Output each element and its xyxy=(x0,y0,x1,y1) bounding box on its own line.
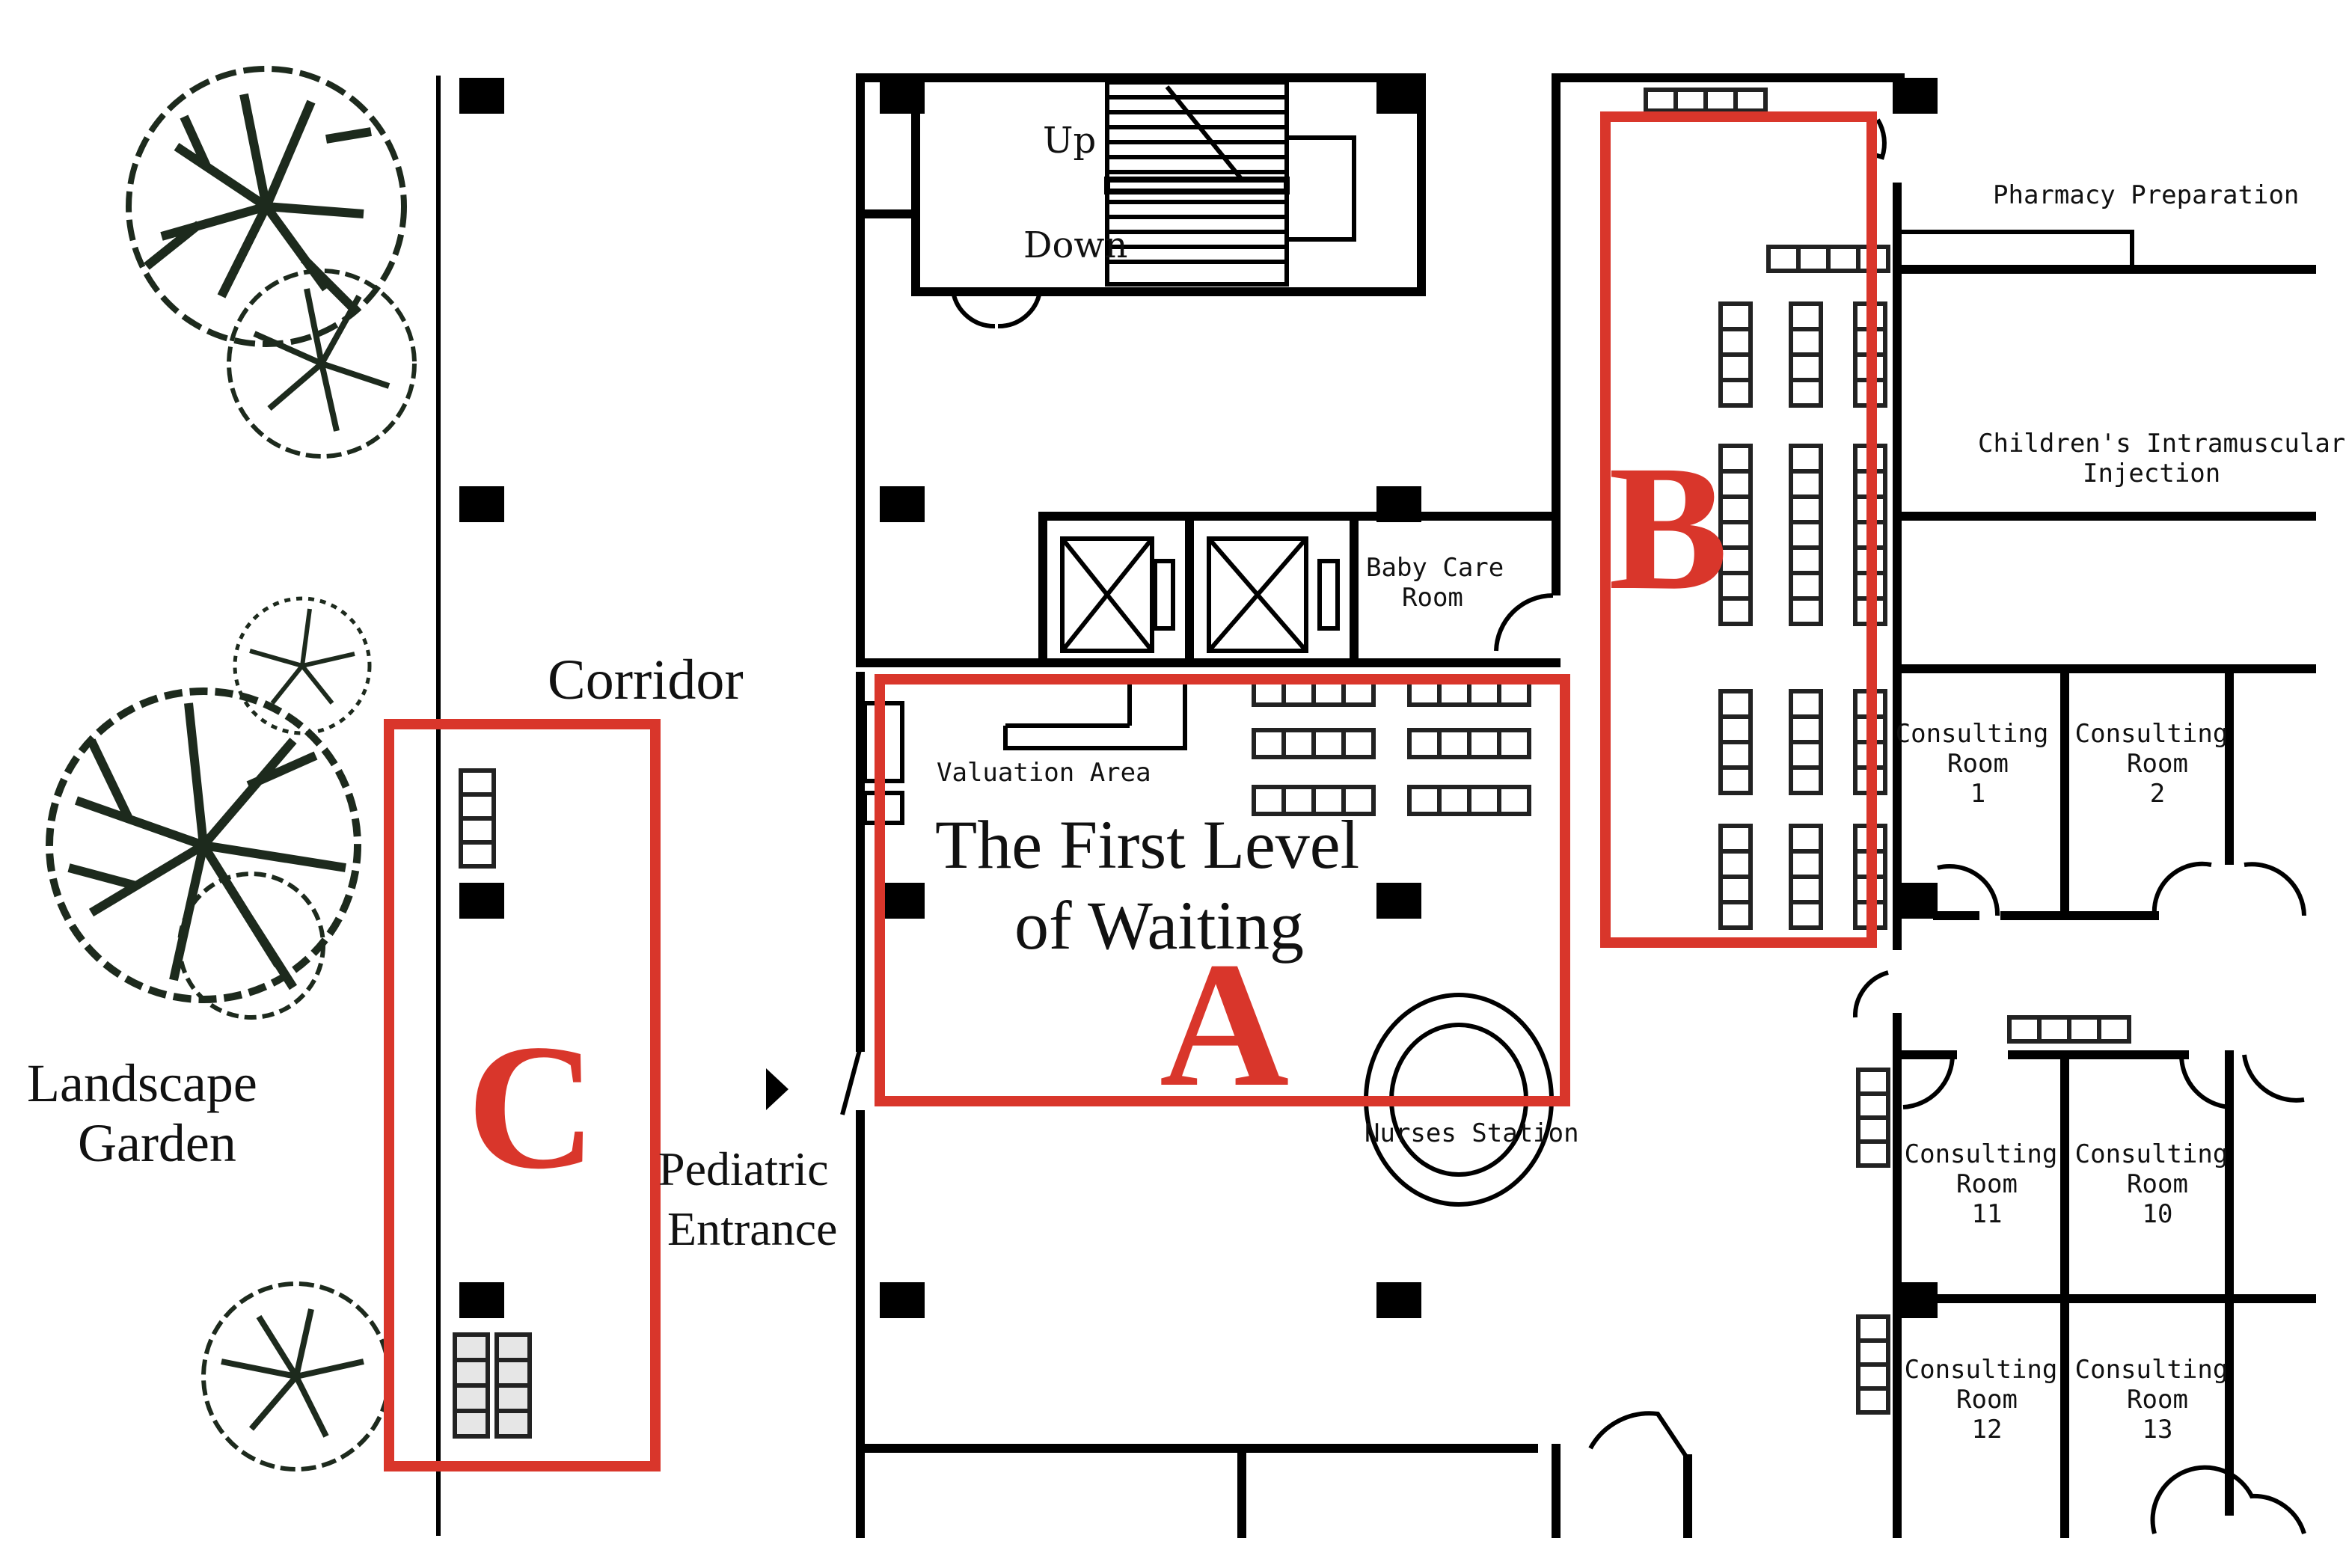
seat xyxy=(1789,824,1823,854)
consulting-room-number: 2 xyxy=(2150,779,2165,809)
consulting-room-word: Room xyxy=(1956,1169,2018,1199)
consulting-room-word: Room xyxy=(1956,1385,2018,1415)
seat xyxy=(1789,596,1823,626)
injection-label: Children's Intramuscular xyxy=(1978,429,2345,459)
seat xyxy=(1718,824,1753,854)
consulting-room-title: Consulting xyxy=(1896,719,2049,749)
seat xyxy=(1718,900,1753,930)
tree-icon xyxy=(46,687,361,1003)
tree-icon xyxy=(227,269,417,459)
valuation-area-label: Valuation Area xyxy=(937,758,1151,788)
tree-icon xyxy=(177,872,325,1020)
tree-icon xyxy=(201,1281,391,1471)
seat xyxy=(1789,714,1823,744)
zone-a-letter: A xyxy=(1160,925,1289,1124)
consulting-room-title: Consulting xyxy=(2075,1139,2229,1169)
seat xyxy=(1718,352,1753,382)
consulting-room-labels: Consulting Room 1 Consulting Room 2 Cons… xyxy=(1896,719,2229,1445)
consulting-room-number: 1 xyxy=(1970,779,1985,809)
zone-c-outline xyxy=(384,719,661,1471)
seat xyxy=(1718,689,1753,719)
seat xyxy=(1718,740,1753,770)
corridor-label: Corridor xyxy=(548,649,744,711)
seat xyxy=(1789,469,1823,499)
seat xyxy=(1789,327,1823,357)
seat xyxy=(1718,378,1753,408)
seat xyxy=(1789,444,1823,474)
baby-care-label: Baby Care xyxy=(1366,553,1504,583)
seat xyxy=(1789,545,1823,575)
pharmacy-label: Pharmacy Preparation xyxy=(1993,180,2299,210)
nurses-station-label: Nurses Station xyxy=(1365,1118,1579,1148)
landscape-label-2: Garden xyxy=(78,1113,236,1173)
seat xyxy=(1718,301,1753,331)
tree-icon xyxy=(126,66,407,347)
stair-down-label: Down xyxy=(1023,224,1127,266)
consulting-room-title: Consulting xyxy=(2075,1355,2229,1385)
seat xyxy=(1789,765,1823,795)
stair-up-label: Up xyxy=(1043,120,1096,162)
seat xyxy=(1718,494,1753,524)
consulting-room-title: Consulting xyxy=(1905,1139,2058,1169)
waiting-title-2: of Waiting xyxy=(1014,887,1304,964)
seat xyxy=(1789,378,1823,408)
waiting-seats-b xyxy=(1718,301,1887,930)
seat xyxy=(1718,327,1753,357)
injection-label-2: Injection xyxy=(2083,459,2220,489)
consulting-room-word: Room xyxy=(2127,1385,2188,1415)
consulting-room-word: Room xyxy=(1947,749,2009,779)
landscape-label: Landscape xyxy=(27,1053,257,1113)
entrance-arrow-icon xyxy=(766,1068,788,1110)
seat xyxy=(1789,689,1823,719)
tree-icons xyxy=(46,66,417,1471)
consulting-room-word: Room xyxy=(2127,749,2188,779)
seat xyxy=(1789,352,1823,382)
zone-a-outline xyxy=(875,674,1570,1106)
entrance-label-2: Entrance xyxy=(667,1202,837,1255)
baby-care-label-2: Room xyxy=(1402,583,1463,613)
seat xyxy=(1789,849,1823,879)
waiting-title: The First Level xyxy=(935,806,1359,883)
consulting-room-number: 10 xyxy=(2143,1199,2173,1229)
seat xyxy=(1789,875,1823,904)
zone-b-letter: B xyxy=(1608,428,1728,627)
consulting-room-title: Consulting xyxy=(1905,1355,2058,1385)
tree-icon xyxy=(233,596,372,735)
seat xyxy=(1789,900,1823,930)
entrance-label: Pediatric xyxy=(658,1142,828,1195)
consulting-room-number: 13 xyxy=(2143,1415,2173,1445)
seat xyxy=(1789,301,1823,331)
consulting-room-number: 11 xyxy=(1972,1199,2003,1229)
seat xyxy=(1718,849,1753,879)
seat xyxy=(1789,571,1823,601)
zone-c-letter: C xyxy=(467,1007,596,1206)
seat xyxy=(1718,596,1753,626)
building-walls xyxy=(856,73,2316,1538)
zone-b-outline xyxy=(1600,111,1877,948)
bench-seats xyxy=(1644,88,2131,1415)
seat xyxy=(1718,765,1753,795)
seat xyxy=(1718,875,1753,904)
corridor-seats xyxy=(453,768,532,1439)
consulting-room-number: 12 xyxy=(1972,1415,2003,1445)
consulting-room-title: Consulting xyxy=(2075,719,2229,749)
seat xyxy=(1718,714,1753,744)
waiting-seats-a xyxy=(1252,679,1531,816)
seat xyxy=(1789,520,1823,550)
consulting-room-word: Room xyxy=(2127,1169,2188,1199)
seat xyxy=(1789,740,1823,770)
seat xyxy=(1789,494,1823,524)
